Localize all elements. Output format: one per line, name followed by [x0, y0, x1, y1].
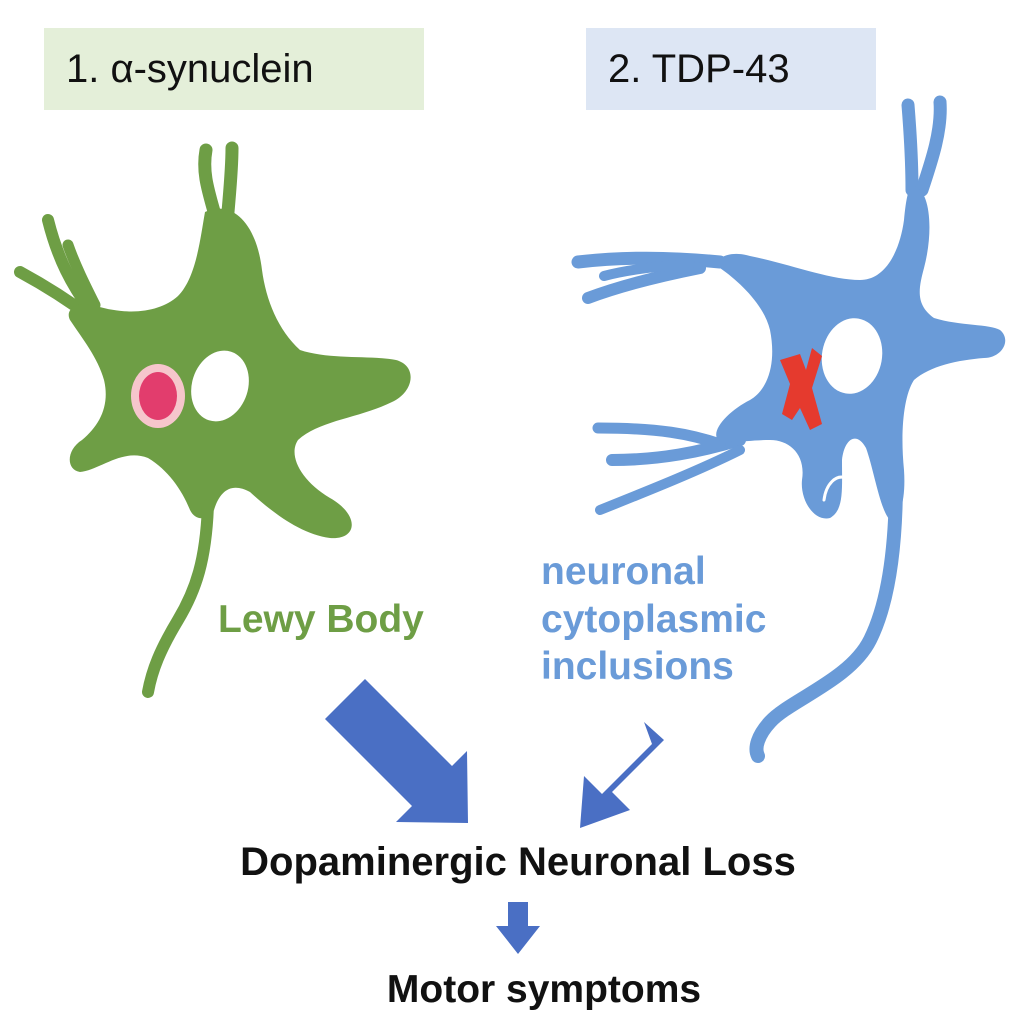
neuronal-inclusions-annotation: neuronal cytoplasmic inclusions	[541, 548, 766, 691]
arrow-icon	[325, 679, 664, 954]
motor-symptoms-label: Motor symptoms	[386, 968, 702, 1011]
tdp43-label-box: 2. TDP-43	[586, 28, 876, 110]
green-neuron-icon	[14, 141, 411, 698]
lewy-body-icon	[131, 364, 185, 428]
blue-neuron-icon	[571, 95, 1006, 763]
tdp43-label: 2. TDP-43	[608, 46, 790, 91]
inclusion-icon	[780, 348, 822, 430]
alpha-synuclein-label: 1. α-synuclein	[66, 46, 314, 91]
alpha-synuclein-label-box: 1. α-synuclein	[44, 28, 424, 110]
annotation-line: inclusions	[541, 645, 734, 689]
lewy-body-annotation: Lewy Body	[218, 598, 424, 641]
annotation-line: neuronal	[541, 550, 706, 593]
annotation-line: cytoplasmic	[541, 597, 767, 641]
neuronal-loss-label: Dopaminergic Neuronal Loss	[240, 840, 796, 884]
